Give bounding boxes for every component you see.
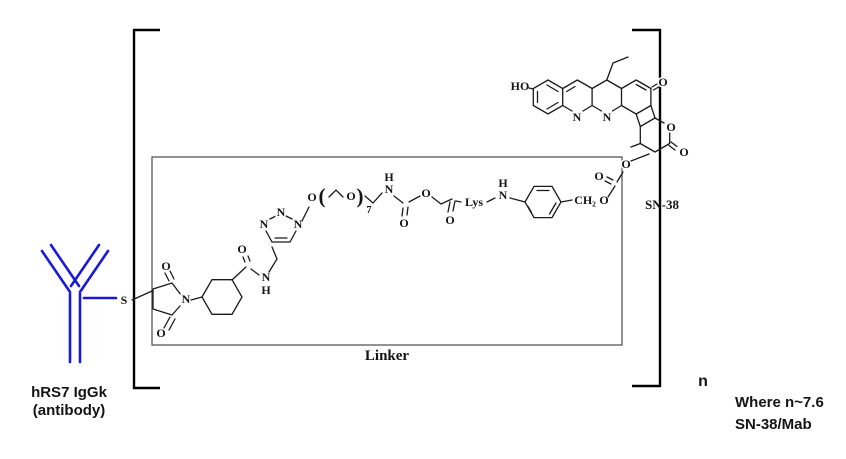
antibody-caption-line1: hRS7 IgGk xyxy=(31,384,108,401)
atom-nitrogen: N xyxy=(385,182,394,196)
footnote-line1: Where n~7.6 xyxy=(735,394,824,411)
amide-1: O N H xyxy=(231,241,278,299)
atom-nitrogen: N xyxy=(182,292,191,306)
bond-to-sn38 xyxy=(630,153,650,162)
bond xyxy=(301,206,310,222)
sn38-ring-b-inner xyxy=(566,85,576,93)
peg-open-paren: ( xyxy=(319,184,326,208)
atom-nitrogen: N xyxy=(573,110,582,124)
bond xyxy=(408,195,421,203)
carbonyl-double-bond xyxy=(604,176,614,185)
sn38-ring-a-inner xyxy=(536,84,559,110)
left-bracket xyxy=(132,28,160,390)
right-bracket xyxy=(632,28,662,388)
bond xyxy=(607,185,616,198)
maleimide-carbonyl-top xyxy=(164,270,175,282)
peg-close-paren: ) xyxy=(357,184,364,208)
atom-nitrogen: N xyxy=(262,270,271,284)
sn38-ring-b xyxy=(562,79,593,112)
benzyl-ch2-label: CH₂ xyxy=(574,193,596,207)
antibody-arm-line xyxy=(40,249,72,294)
atom-oxygen: O xyxy=(307,190,316,204)
bond xyxy=(455,200,462,203)
sn38-c20-stub-bond xyxy=(630,142,641,148)
benzene-inner-double-bonds xyxy=(527,189,557,215)
sn38-structure: HO N N O O O SN-38 xyxy=(509,56,690,212)
atom-oxygen: O xyxy=(658,75,667,89)
atom-hydrogen: H xyxy=(498,176,508,190)
sn38-name-label: SN-38 xyxy=(645,197,679,212)
peg-zigzag xyxy=(364,192,383,204)
atom-nitrogen: N xyxy=(294,217,303,231)
atom-oxygen: O xyxy=(161,259,170,273)
atom-hydrogen: H xyxy=(384,170,394,184)
atom-oxygen: O xyxy=(621,157,630,171)
maleimide-carbonyl-bottom xyxy=(163,316,176,331)
antibody-arm-line xyxy=(78,249,110,294)
peg-chain: O ( O ) 7 xyxy=(301,183,383,222)
triazole-ring: N N N xyxy=(258,204,304,243)
atom-nitrogen: N xyxy=(499,188,508,202)
n-subscript-label: n xyxy=(698,373,708,390)
sn38-ring-d xyxy=(620,79,652,115)
bond-n-cyclohexane xyxy=(190,296,203,301)
atom-nitrogen: N xyxy=(277,205,286,219)
sn38-ring-fusion-bonds xyxy=(635,104,656,128)
footnote-line2: SN-38/Mab xyxy=(735,416,812,433)
atom-oxygen: O xyxy=(346,189,355,203)
bond xyxy=(616,171,624,183)
bond-ch2-triazole xyxy=(268,246,278,273)
bond-s-maleimide xyxy=(131,290,153,301)
atom-oxygen: O xyxy=(421,186,430,200)
atom-oxygen: O xyxy=(399,216,408,230)
atom-sulfur: S xyxy=(121,293,128,307)
atom-nitrogen: N xyxy=(603,110,612,124)
bond xyxy=(231,266,247,281)
bond xyxy=(250,268,260,276)
atom-oxygen: O xyxy=(445,213,454,227)
atom-oxygen: O xyxy=(237,242,246,256)
hydroxyl-label: HO xyxy=(511,79,530,93)
linker-caption: Linker xyxy=(365,348,410,364)
linker-box xyxy=(151,156,623,346)
sn38-ring-d-inner xyxy=(635,83,647,91)
atom-oxygen: O xyxy=(594,169,603,183)
bond xyxy=(486,197,496,203)
carbonyl-double-bond xyxy=(447,200,456,213)
atom-hydrogen: H xyxy=(261,283,271,297)
sn38-pyridone-carbonyl xyxy=(651,83,660,91)
sn38-ethyl-group xyxy=(606,56,629,81)
bond xyxy=(528,87,534,90)
peg-repeat-subscript: 7 xyxy=(367,205,372,216)
amide-ester-segment: H N O O O Lys H N xyxy=(383,169,526,232)
carbonyl-double-bond xyxy=(401,206,409,217)
bond xyxy=(431,196,453,205)
maleimide-ring: O O N xyxy=(152,258,192,342)
antibody-caption-line2: (antibody) xyxy=(33,402,106,419)
benzene-ring-pab: CH₂ O xyxy=(524,185,610,219)
triazole-bonds xyxy=(265,215,297,243)
sn38-lactone-ring xyxy=(639,117,671,153)
carbonate-linkage: O O xyxy=(593,153,650,198)
antibody-y-shape xyxy=(40,243,118,364)
carbonyl-double-bond xyxy=(242,255,251,263)
atom-oxygen: O xyxy=(679,145,688,159)
antibody-arm-line xyxy=(69,243,101,288)
bond xyxy=(560,199,573,203)
atom-oxygen: O xyxy=(599,193,608,207)
sn38-ring-c xyxy=(591,79,623,112)
bond xyxy=(393,195,404,204)
bond xyxy=(509,197,526,203)
sn38-lactone-carbonyl xyxy=(668,141,678,151)
atom-oxygen: O xyxy=(666,120,675,134)
atom-oxygen: O xyxy=(156,326,165,340)
maleimide-ring-bonds xyxy=(152,282,182,316)
lysine-residue-label: Lys xyxy=(465,195,483,209)
cyclohexane-ring xyxy=(201,279,243,315)
atom-nitrogen: N xyxy=(260,217,269,231)
peg-zigzag xyxy=(328,189,344,198)
